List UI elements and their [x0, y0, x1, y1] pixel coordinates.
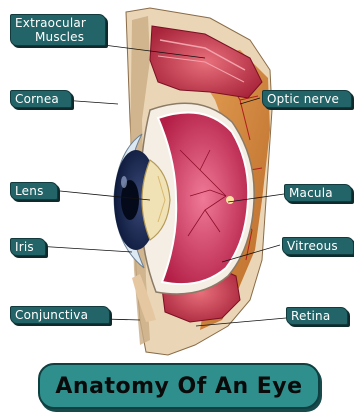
label-cornea: Cornea [10, 90, 72, 108]
label-conjunctiva: Conjunctiva [10, 306, 110, 324]
macula-spot [226, 196, 234, 204]
label-vitreous: Vitreous [282, 237, 354, 255]
label-iris: Iris [10, 238, 46, 256]
label-macula: Macula [284, 184, 352, 202]
label-lens: Lens [10, 182, 58, 200]
label-extraocular-muscles: Extraocular Muscles [10, 14, 106, 46]
diagram-title: Anatomy Of An Eye [40, 365, 318, 407]
title-banner: Anatomy Of An Eye [38, 363, 320, 409]
label-retina: Retina [286, 307, 348, 325]
label-extraocular-line2: Muscles [15, 30, 101, 44]
label-optic-nerve: Optic nerve [262, 90, 352, 108]
label-extraocular-line1: Extraocular [15, 16, 101, 30]
